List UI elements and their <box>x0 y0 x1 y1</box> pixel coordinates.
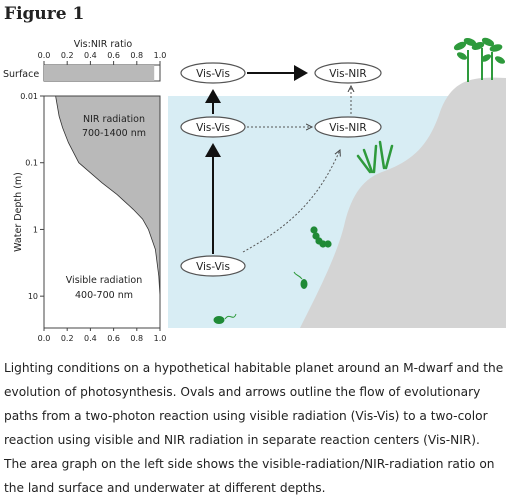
depth-tick-label: 0.01 <box>20 92 38 101</box>
top-axis-ticks: 0.0 0.2 0.4 0.6 0.8 1.0 <box>38 51 167 65</box>
svg-text:Vis-Vis: Vis-Vis <box>196 68 230 80</box>
bottom-tick-label: 0.8 <box>130 334 143 343</box>
svg-text:Vis-Vis: Vis-Vis <box>196 122 230 134</box>
bottom-tick-label: 0.0 <box>38 334 51 343</box>
svg-text:Vis-NIR: Vis-NIR <box>329 68 366 80</box>
bottom-tick-label: 0.6 <box>107 334 120 343</box>
top-tick-label: 0.4 <box>84 51 97 60</box>
bottom-tick-label: 0.2 <box>61 334 74 343</box>
svg-text:Vis-NIR: Vis-NIR <box>329 122 366 134</box>
algae-chain-icon <box>310 226 332 248</box>
bottom-axis-ticks: 0.0 0.2 0.4 0.6 0.8 1.0 <box>38 328 167 343</box>
arrow-dotted-curve <box>242 150 340 253</box>
figure-caption: Lighting conditions on a hypothetical ha… <box>4 361 504 495</box>
surface-ratio-bar <box>44 65 155 81</box>
depth-tick-label: 0.1 <box>25 159 38 168</box>
oval-vis-nir-mid: Vis-NIR <box>314 116 382 138</box>
top-tick-label: 0.6 <box>107 51 120 60</box>
oval-vis-vis-bottom: Vis-Vis <box>180 255 246 277</box>
bottom-tick-label: 1.0 <box>154 334 167 343</box>
ratio-curve <box>55 95 161 297</box>
nir-area <box>55 96 160 297</box>
top-axis-label: Vis:NIR ratio <box>74 39 133 50</box>
land-cliff <box>300 77 506 328</box>
land-plants-icon <box>453 37 506 82</box>
svg-text:Vis-Vis: Vis-Vis <box>196 261 230 273</box>
microbe-icon <box>293 271 308 289</box>
oval-vis-vis-top: Vis-Vis <box>180 62 246 84</box>
vis-nir-ratio-chart: Vis:NIR ratio 0.0 0.2 0.4 0.6 0.8 1.0 Surface… <box>3 39 166 343</box>
top-tick-label: 1.0 <box>154 51 167 60</box>
nir-label-line2: 700-1400 nm <box>82 128 146 139</box>
surface-label: Surface <box>3 69 39 80</box>
top-tick-label: 0.0 <box>38 51 51 60</box>
vis-label-line1: Visible radiation <box>66 275 142 286</box>
seagrass-icon <box>356 140 394 174</box>
top-tick-label: 0.8 <box>130 51 143 60</box>
microbe-icon <box>213 313 237 324</box>
bottom-tick-label: 0.4 <box>84 334 97 343</box>
oval-vis-nir-top: Vis-NIR <box>314 62 382 84</box>
figure-title: Figure 1 <box>4 4 85 24</box>
oval-vis-vis-mid: Vis-Vis <box>180 116 246 138</box>
depth-axis-ticks: 0.01 0.1 1 10 <box>20 92 44 301</box>
figure-canvas: Vis-Vis Vis-NIR Vis-Vis Vis-NIR Vis-Vis … <box>3 37 506 343</box>
depth-tick-label: 1 <box>33 225 38 234</box>
vis-label-line2: 400-700 nm <box>75 290 133 301</box>
y-axis-label: Water Depth (m) <box>13 172 24 252</box>
top-tick-label: 0.2 <box>61 51 74 60</box>
nir-label-line1: NIR radiation <box>83 114 145 125</box>
depth-tick-label: 10 <box>28 292 38 301</box>
